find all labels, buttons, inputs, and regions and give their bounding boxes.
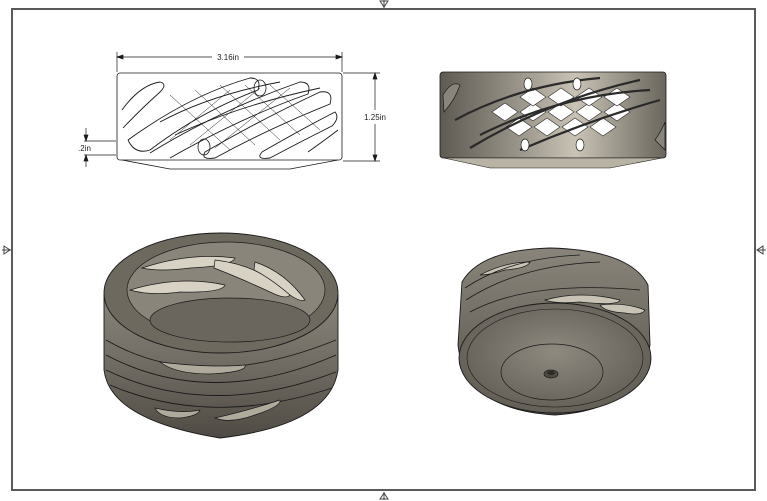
- isometric-bottom-view: [457, 247, 652, 416]
- height-dimension-label: 1.25in: [364, 113, 386, 122]
- sheet-border: [11, 8, 756, 491]
- width-dimension-label: 3.16in: [217, 53, 239, 62]
- base-dimension: [83, 128, 116, 167]
- bottom-center-marker: [379, 492, 389, 500]
- isometric-top-view: [103, 232, 339, 439]
- right-center-marker: [756, 245, 766, 255]
- width-dimension: [115, 52, 344, 72]
- front-view-shaded: [439, 71, 667, 169]
- front-view-wireframe: [116, 72, 343, 170]
- top-center-marker: [379, 0, 389, 8]
- base-dimension-label: .2in: [78, 144, 91, 153]
- left-center-marker: [2, 245, 11, 255]
- height-dimension: [343, 71, 380, 163]
